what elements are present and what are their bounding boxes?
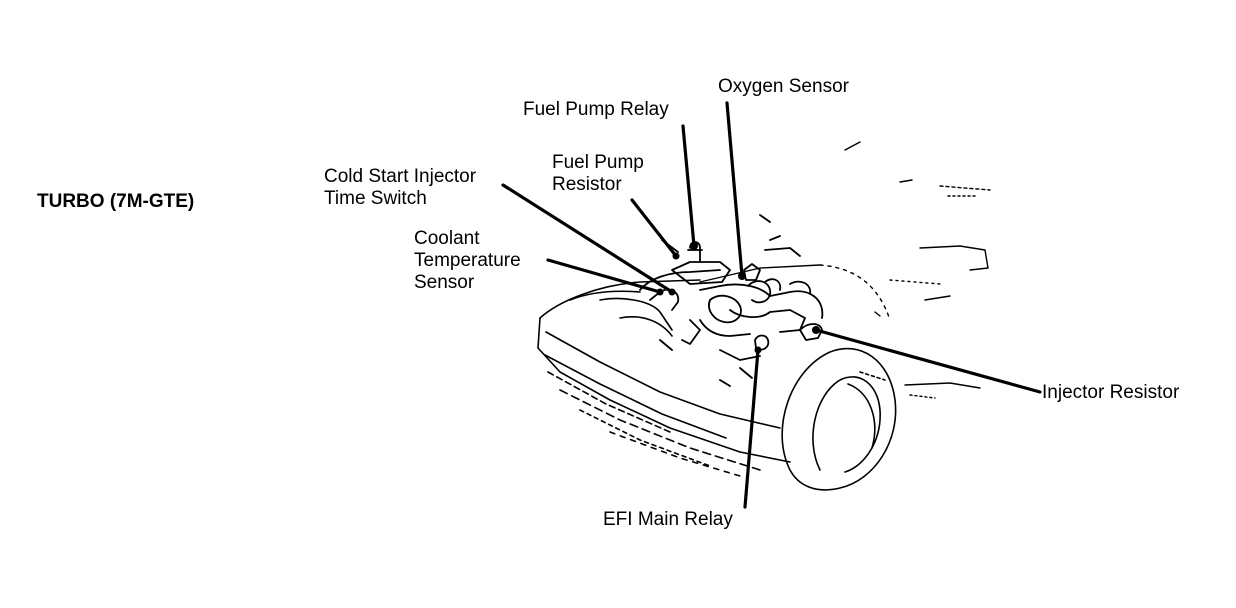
leader-coolant	[546, 258, 662, 294]
diagram-title: TURBO (7M-GTE)	[37, 191, 195, 212]
front-wheel	[781, 347, 897, 491]
hood-outline	[699, 141, 991, 399]
label-fuel-pump-relay: Fuel Pump Relay	[523, 99, 669, 120]
leader-cold-start	[501, 183, 674, 294]
label-fuel-pump-resistor-line1: Fuel Pump	[552, 152, 644, 173]
leader-fuel-pump-relay	[681, 124, 696, 248]
label-oxygen-sensor: Oxygen Sensor	[718, 76, 849, 97]
label-cold-start-line2: Time Switch	[324, 188, 427, 209]
car-front-body	[537, 279, 791, 477]
leader-oxygen-sensor	[725, 101, 744, 278]
leader-injector-resistor	[814, 328, 1042, 394]
engine-block	[639, 214, 824, 387]
leader-tips	[656, 242, 820, 354]
label-coolant-line2: Temperature	[414, 250, 521, 271]
leader-fuel-pump-resistor	[630, 198, 678, 258]
label-coolant-line1: Coolant	[414, 228, 480, 249]
label-efi-main-relay: EFI Main Relay	[603, 509, 733, 530]
label-coolant-line3: Sensor	[414, 272, 475, 293]
label-injector-resistor: Injector Resistor	[1042, 382, 1180, 403]
label-fuel-pump-resistor-line2: Resistor	[552, 174, 622, 195]
leader-lines	[501, 101, 1042, 509]
label-cold-start-line1: Cold Start Injector	[324, 166, 477, 187]
leader-efi-main-relay	[743, 348, 760, 509]
